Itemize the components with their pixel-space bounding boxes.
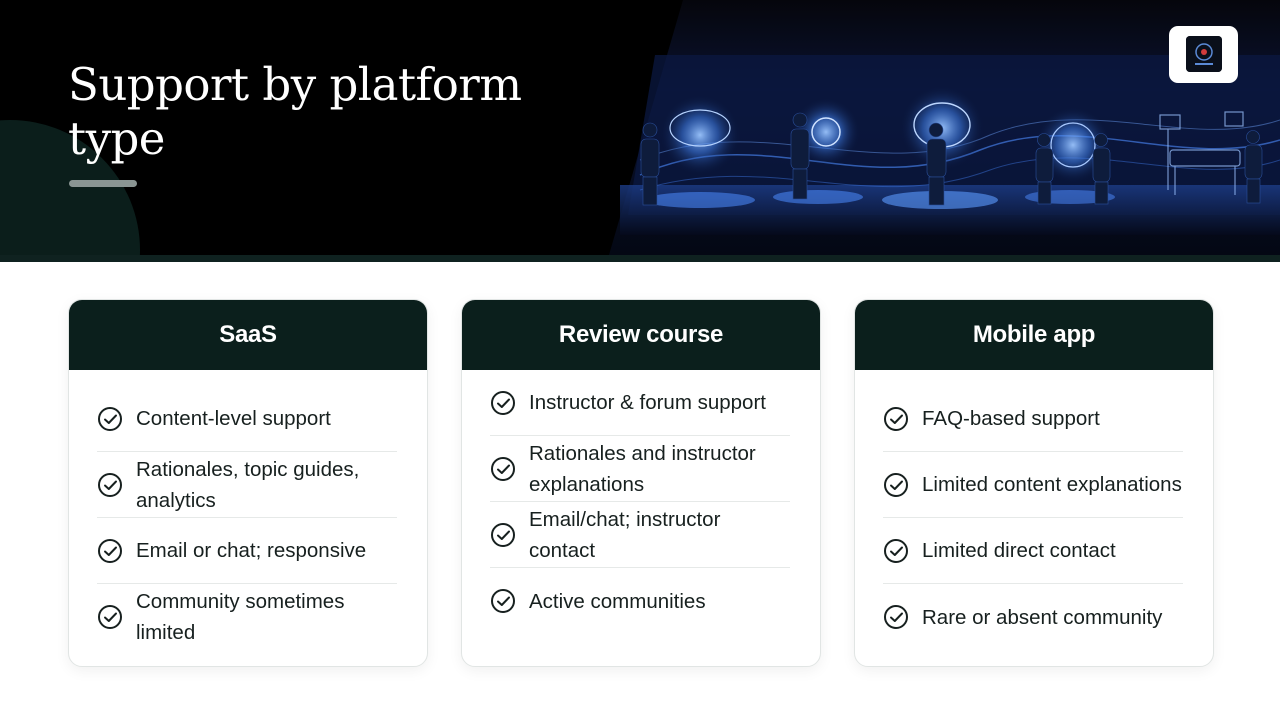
card-mobile-app: Mobile app FAQ-based support Limited con… — [854, 299, 1214, 667]
card-feature-list: Content-level support Rationales, topic … — [97, 386, 397, 650]
list-item-text: Limited content explanations — [922, 473, 1182, 496]
card-feature-list: Instructor & forum support Rationales an… — [490, 370, 790, 634]
check-circle-icon — [884, 472, 908, 497]
list-item-text: Content-level support — [136, 407, 331, 430]
card-title: Mobile app — [972, 321, 1096, 348]
card-saas: SaaS Content-level support Rationales, t… — [68, 299, 428, 667]
list-item-text: Rationales and instructor explanations — [529, 441, 756, 496]
list-item: Limited direct contact — [883, 518, 1183, 584]
list-item: Email/chat; instructor contact — [490, 502, 790, 568]
card-review-course: Review course Instructor & forum support… — [461, 299, 821, 667]
list-item-text: Rare or absent community — [922, 605, 1163, 629]
check-circle-icon — [884, 538, 908, 563]
slide-title: Support by platform type — [68, 58, 522, 165]
list-item-text: Email/chat; instructor contact — [529, 507, 721, 562]
card-feature-list: FAQ-based support Limited content explan… — [883, 386, 1183, 650]
check-circle-icon — [491, 589, 515, 613]
header-band: Support by platform type — [0, 0, 1280, 262]
check-circle-icon — [491, 390, 515, 415]
list-item-text: FAQ-based support — [922, 407, 1100, 430]
card-title: SaaS — [219, 321, 277, 348]
list-item: Rare or absent community — [883, 584, 1183, 650]
list-item: Active communities — [490, 568, 790, 634]
list-item: Rationales, topic guides, analytics — [97, 452, 397, 518]
list-item: Rationales and instructor explanations — [490, 436, 790, 502]
header-bottom-strip — [0, 255, 1280, 262]
check-circle-icon — [491, 456, 515, 481]
list-item-text: Active communities — [529, 589, 706, 613]
list-item: Limited content explanations — [883, 452, 1183, 518]
list-item: Content-level support — [97, 386, 397, 452]
list-item-text: Rationales, topic guides, analytics — [136, 457, 360, 512]
check-circle-icon — [98, 406, 122, 431]
check-circle-icon — [98, 538, 122, 563]
brand-logo — [1169, 26, 1238, 83]
list-item-text: Limited direct contact — [922, 539, 1116, 562]
check-circle-icon — [98, 605, 122, 629]
check-circle-icon — [884, 605, 908, 629]
list-item: FAQ-based support — [883, 386, 1183, 452]
list-item: Community sometimes limited — [97, 584, 397, 650]
logo-mark-icon — [1186, 36, 1222, 72]
check-circle-icon — [491, 522, 515, 547]
card-header: SaaS — [69, 300, 427, 370]
card-title: Review course — [558, 321, 724, 348]
logo-image — [1186, 36, 1222, 72]
list-item-text: Instructor & forum support — [529, 391, 766, 414]
title-underline-accent — [69, 180, 137, 187]
card-header: Review course — [462, 300, 820, 370]
list-item: Email or chat; responsive — [97, 518, 397, 584]
card-header: Mobile app — [855, 300, 1213, 370]
check-circle-icon — [884, 406, 908, 431]
list-item-text: Email or chat; responsive — [136, 539, 367, 562]
check-circle-icon — [98, 472, 122, 497]
ai-healthcare-banner-image — [609, 0, 1280, 255]
list-item-text: Community sometimes limited — [136, 590, 345, 644]
list-item: Instructor & forum support — [490, 370, 790, 436]
